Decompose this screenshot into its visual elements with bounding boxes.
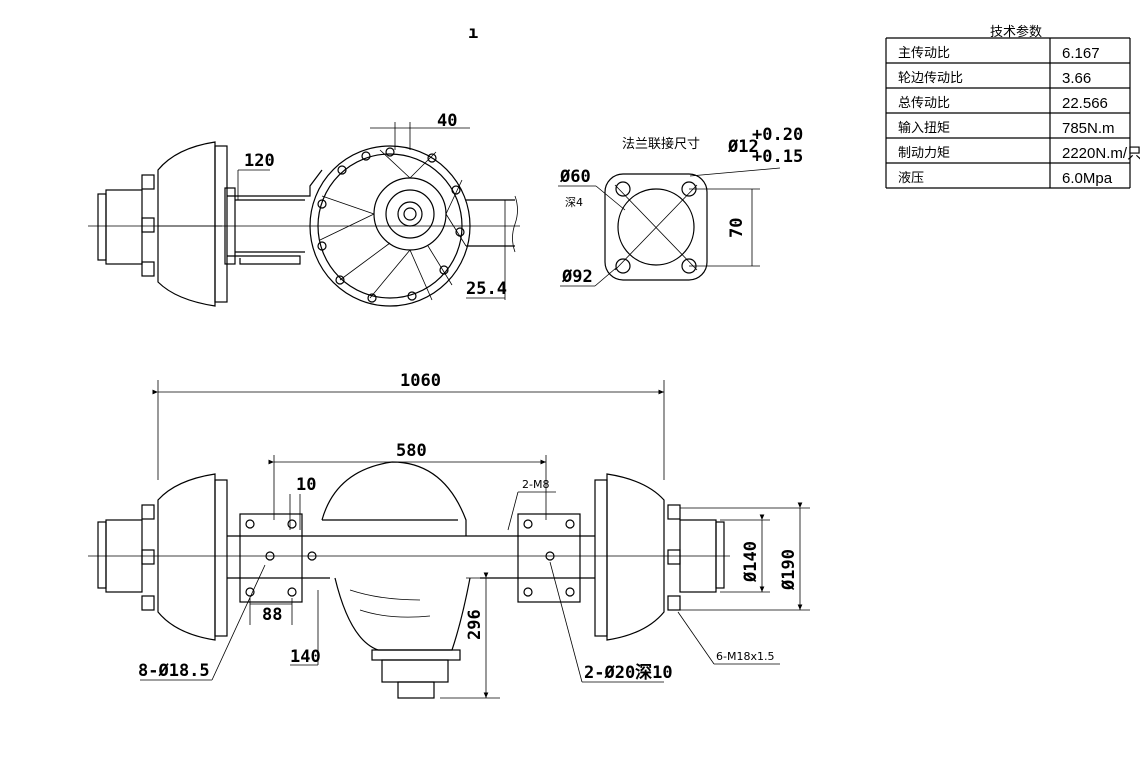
bottom-front-view: 1060 580 <box>88 371 810 699</box>
flange-view: Ø60 深4 Ø92 70 法兰联接尺寸 Ø12 +0.20 +0.15 <box>558 125 803 287</box>
label-m18: 6-M18x1.5 <box>716 650 774 663</box>
row-label-1: 主传动比 <box>898 46 950 61</box>
dim-dia-12: Ø12 <box>727 137 759 157</box>
row-value-2: 3.66 <box>1062 70 1091 87</box>
label-m8: 2-M8 <box>522 478 549 491</box>
housing-bolts <box>317 147 465 303</box>
tol-upper: +0.20 <box>752 125 803 145</box>
row-label-6: 液压 <box>898 171 924 186</box>
row-value-5: 2220N.m/只 <box>1062 145 1140 162</box>
top-left-side-view: 40 120 25.4 ı <box>88 23 520 307</box>
spec-table: 技术参数 主传动比 6.167 轮边传动比 3.66 总传动比 22.566 输… <box>885 24 1140 189</box>
dim-dia-190: Ø190 <box>779 549 799 591</box>
row-value-1: 6.167 <box>1062 45 1100 62</box>
housing-ribs <box>319 149 467 301</box>
dim-140: 140 <box>290 647 321 667</box>
table-title: 技术参数 <box>990 24 1042 40</box>
tick-mark: ı <box>468 23 478 43</box>
dim-296: 296 <box>465 609 485 640</box>
dim-70: 70 <box>727 218 747 238</box>
dim-580: 580 <box>396 441 427 461</box>
row-label-4: 输入扭矩 <box>898 120 950 136</box>
flange-title: 法兰联接尺寸 <box>622 136 700 152</box>
row-label-5: 制动力矩 <box>898 146 950 161</box>
dim-40: 40 <box>437 111 457 131</box>
dim-1060: 1060 <box>400 371 441 391</box>
dim-dia-92: Ø92 <box>561 267 593 287</box>
row-value-4: 785N.m <box>1062 120 1115 137</box>
label-2-holes: 2-Ø20深10 <box>584 662 673 683</box>
row-label-2: 轮边传动比 <box>898 71 963 86</box>
row-value-3: 22.566 <box>1062 95 1108 112</box>
dim-dia-60: Ø60 <box>559 167 591 187</box>
pad-holes <box>245 519 575 597</box>
label-8-holes: 8-Ø18.5 <box>138 661 210 681</box>
dim-88: 88 <box>262 605 282 625</box>
dim-120: 120 <box>244 151 275 171</box>
tol-lower: +0.15 <box>752 147 803 167</box>
dim-depth-4: 深4 <box>565 196 583 209</box>
row-label-3: 总传动比 <box>898 96 950 111</box>
row-value-6: 6.0Mpa <box>1062 170 1113 187</box>
dim-10: 10 <box>296 475 316 495</box>
hub-studs <box>141 174 155 277</box>
dim-dia-140: Ø140 <box>741 541 761 583</box>
dim-25-4: 25.4 <box>466 279 507 299</box>
